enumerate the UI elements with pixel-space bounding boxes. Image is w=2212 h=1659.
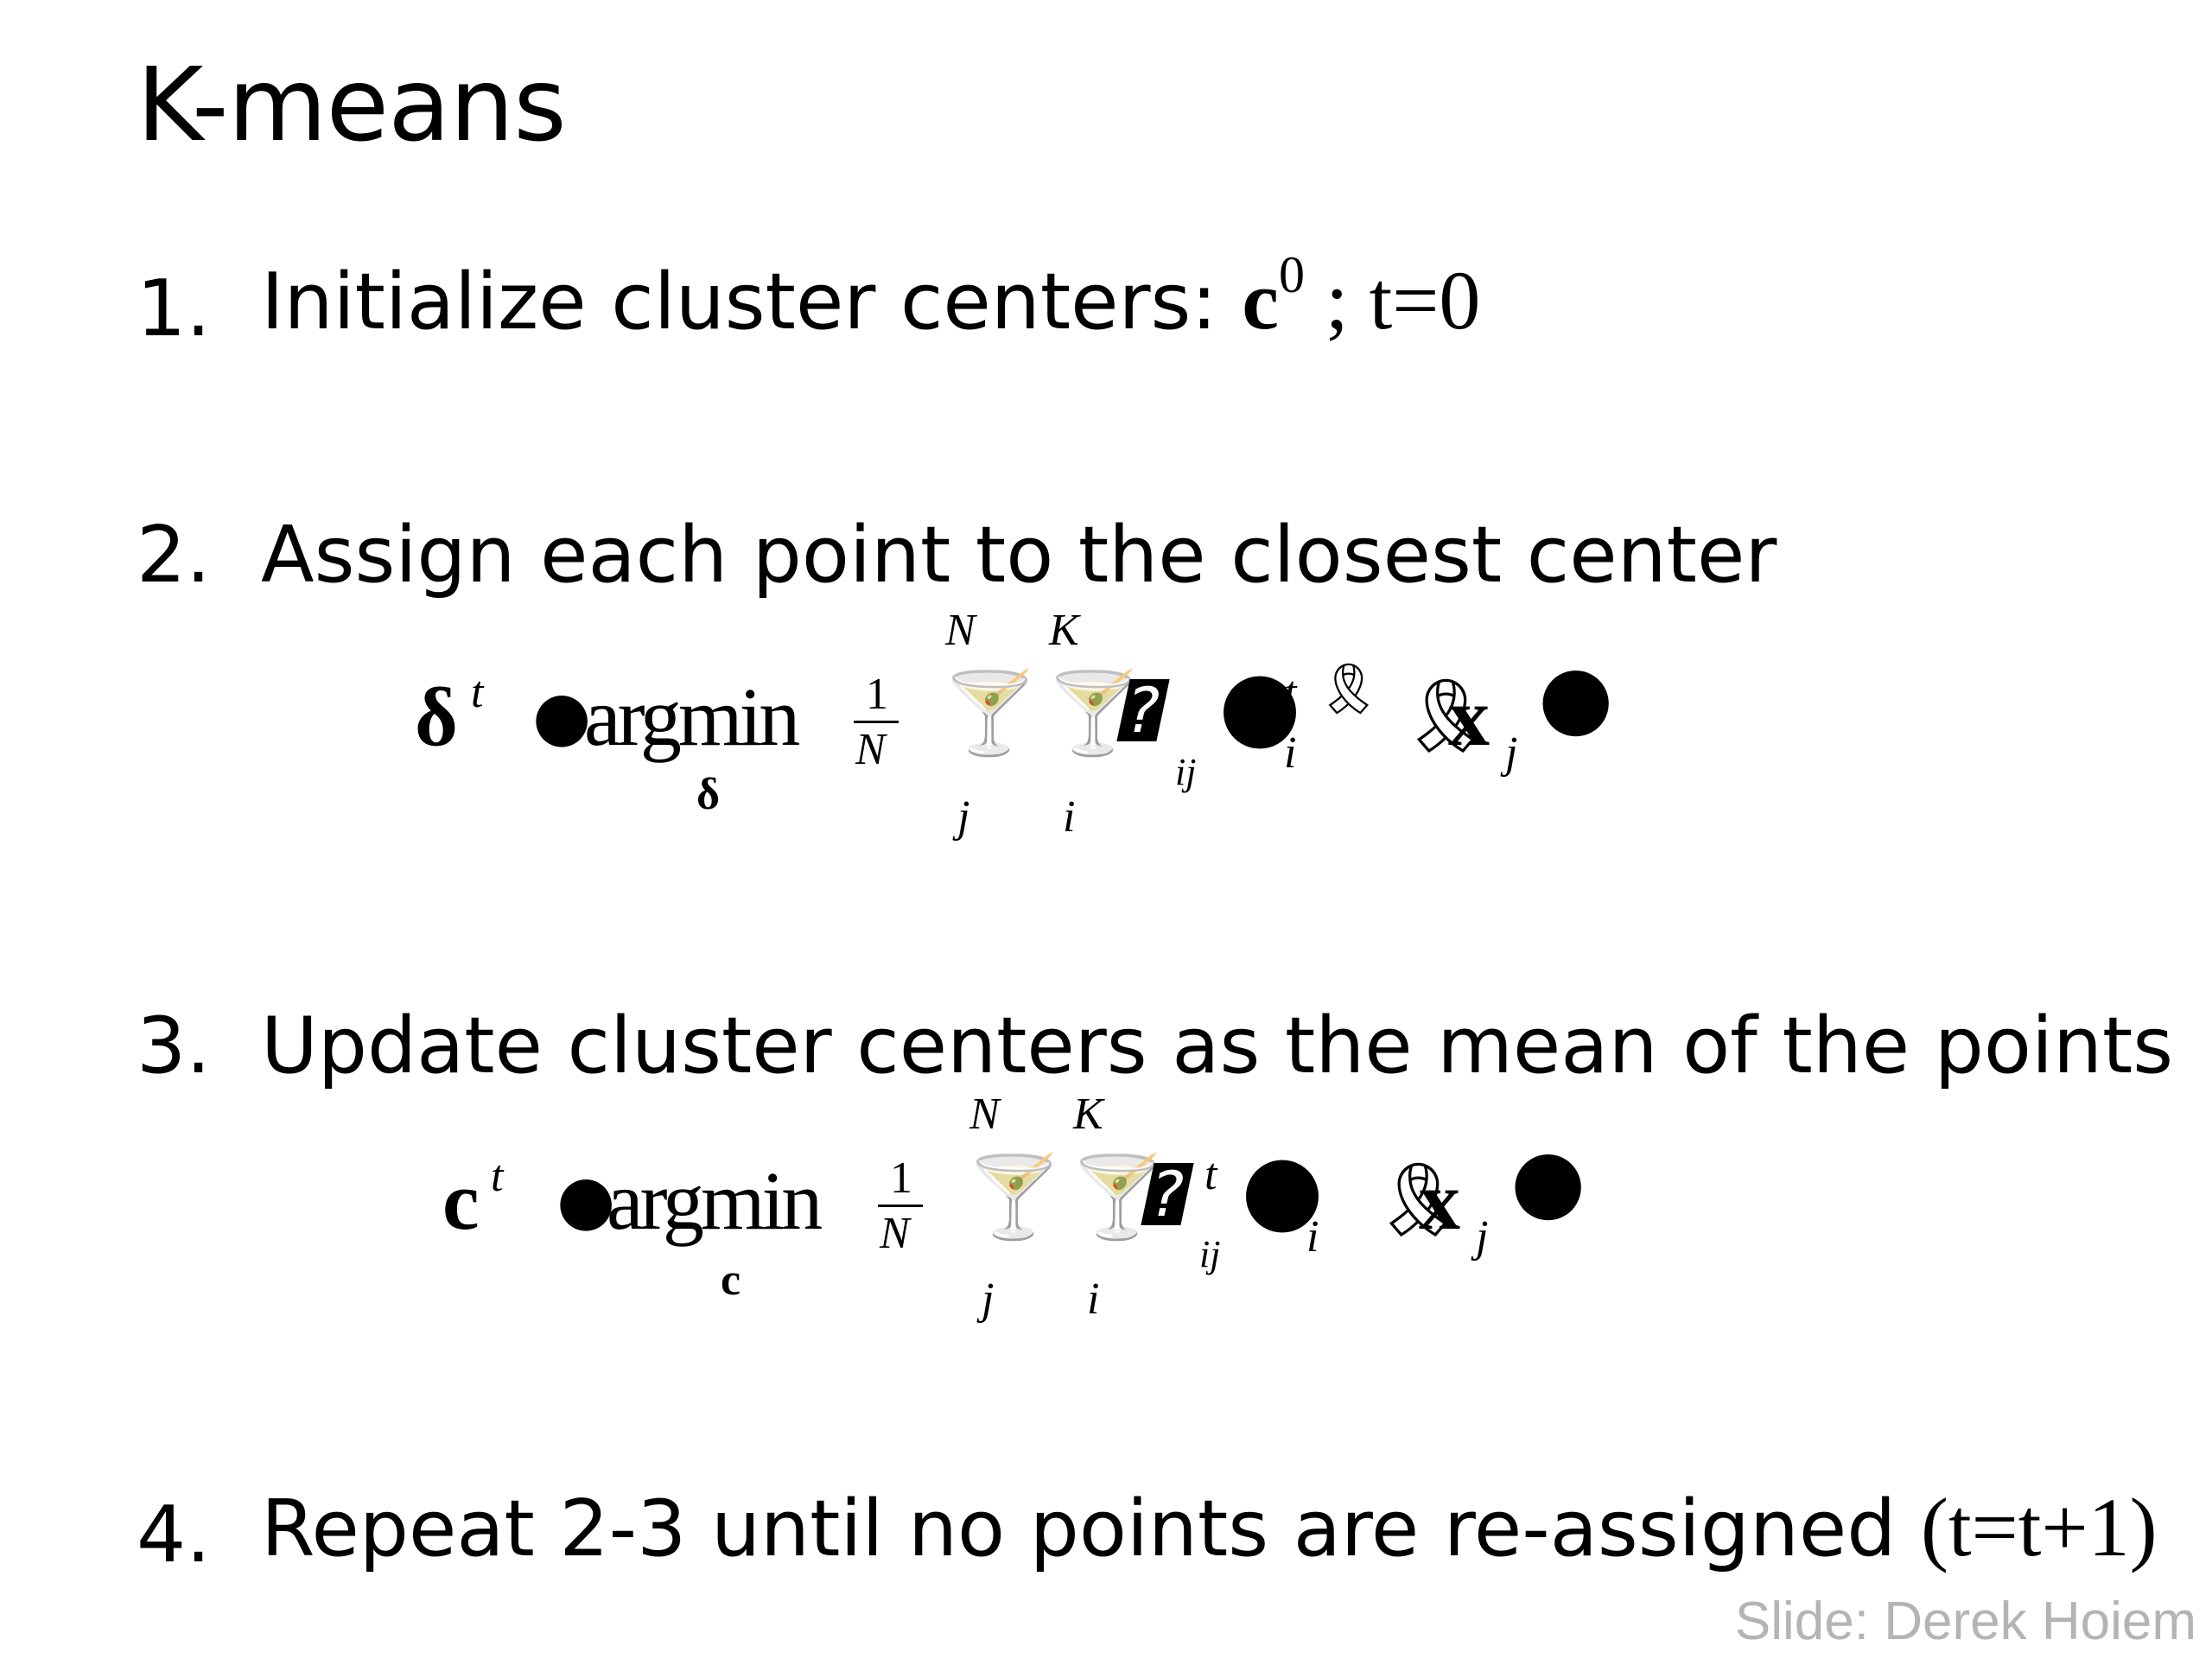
assign-x: x (1448, 671, 1490, 763)
update-lhs-c: c (442, 1154, 480, 1247)
left-blob-icon: ● (1241, 1133, 1324, 1243)
assign-frac-den: N (855, 725, 886, 774)
update-frac-den: N (880, 1209, 910, 1258)
step-1-text: Initialize cluster centers: (261, 257, 1243, 347)
left-blob-icon: ● (1218, 649, 1301, 760)
step-4-math: (t=t+1) (1920, 1481, 2158, 1573)
assign-sum2-bottom: i (1063, 792, 1076, 842)
step-1-math-sup: 0 (1278, 246, 1305, 303)
step-1-math: c0 ; t=0 (1242, 249, 1481, 346)
update-argmin: argmin (607, 1154, 823, 1247)
step-3-number: 3. (137, 1001, 211, 1091)
update-sum2-bottom: i (1087, 1274, 1100, 1324)
assign-delta-sub: ij (1175, 751, 1197, 793)
martini-glass-icon: 🍸 (964, 1151, 1064, 1243)
assign-c-sub: i (1284, 728, 1297, 778)
ribbon-icon: 🎗 (1400, 673, 1492, 758)
step-3-text: Update cluster centers as the mean of th… (261, 1001, 2174, 1091)
assign-sum1-bottom: j (957, 792, 970, 842)
update-x: x (1419, 1154, 1460, 1247)
update-x-sub: j (1476, 1212, 1489, 1262)
update-sum1-top: N (969, 1090, 1000, 1139)
assign-lhs-delta: δ (415, 671, 458, 763)
update-frac-bar (878, 1205, 923, 1207)
step-1-math-c: c (1242, 254, 1279, 346)
assign-x-sub: j (1505, 728, 1518, 778)
update-delta-sub: ij (1199, 1233, 1221, 1275)
update-frac-num: 1 (890, 1154, 912, 1203)
slide-title: K-means (137, 45, 567, 164)
update-argmin-sub: c (721, 1255, 741, 1305)
step-1-number: 1. (137, 264, 211, 354)
step-2-number: 2. (137, 510, 211, 601)
update-delta-sup: t (1205, 1150, 1217, 1199)
assign-lhs-sup: t (471, 668, 484, 717)
right-blob-icon: ● (1510, 1129, 1586, 1230)
right-blob-icon: ● (1538, 645, 1614, 747)
assign-argmin: argmin (584, 671, 800, 763)
assign-sum2-top: K (1049, 606, 1079, 655)
ribbon-icon: 🎗 (1317, 659, 1381, 718)
step-2-text: Assign each point to the closest center (261, 510, 1777, 601)
step-1-line: Initialize cluster centers: c0 ; t=0 (261, 249, 1480, 342)
update-sum1-bottom: j (982, 1274, 995, 1324)
martini-glass-icon: 🍸 (940, 667, 1039, 760)
step-4-number: 4. (137, 1490, 211, 1580)
step-4-text: Repeat 2-3 until no points are re-assign… (261, 1484, 1921, 1574)
assign-frac-bar (854, 721, 899, 723)
update-c-sub: i (1306, 1212, 1319, 1262)
slide-credit: Slide: Derek Hoiem (1734, 1592, 2196, 1651)
assign-argmin-sub: δ (696, 770, 720, 819)
filled-circle-icon: ● (556, 1161, 616, 1239)
step-4-line: Repeat 2-3 until no points are re-assign… (261, 1486, 2158, 1569)
update-sum2-top: K (1073, 1090, 1103, 1139)
assign-frac-num: 1 (866, 670, 888, 719)
update-lhs-sup: t (491, 1152, 504, 1201)
assign-c-sup: t (1284, 668, 1297, 717)
step-1-math-rest: ; t=0 (1304, 254, 1481, 346)
filled-circle-icon: ● (532, 677, 592, 755)
ribbon-icon: 🎗 (1372, 1157, 1465, 1242)
assign-sum1-top: N (945, 606, 976, 655)
